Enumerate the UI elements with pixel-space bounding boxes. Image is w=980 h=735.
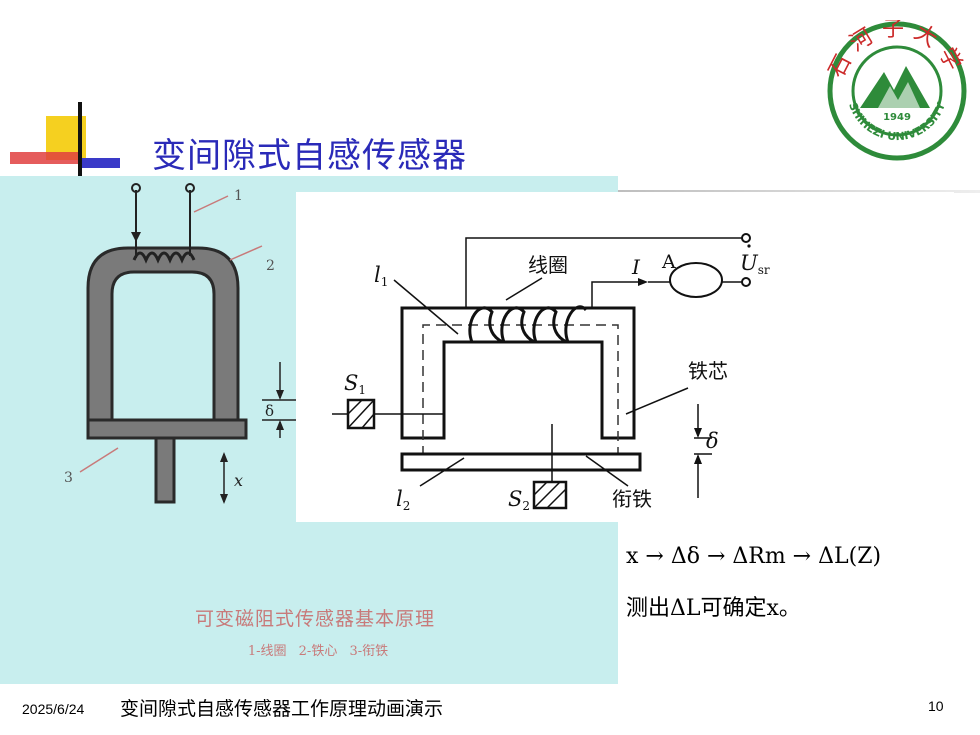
- armature-label: 衔铁: [612, 487, 652, 511]
- l1-label: l1: [374, 263, 388, 289]
- gap-label: δ: [706, 429, 719, 453]
- left-label-x: x: [234, 471, 243, 490]
- main-diagram-drawing: A I Usr 线圈 l1 铁芯 S1 S2 l2 衔铁 δ: [332, 233, 770, 513]
- ammeter-label: A: [661, 251, 676, 273]
- title-rule: [612, 190, 980, 193]
- left-coil: [132, 251, 196, 264]
- l2-label: l2: [396, 487, 410, 513]
- core-outline: [400, 306, 636, 440]
- slide-corner-accent: [10, 102, 120, 176]
- university-logo: 1949 石河子大学 SHIHEZI UNIVERSITY: [826, 20, 967, 161]
- footer-date: 2025/6/24: [22, 701, 85, 717]
- relation-note: 测出ΔL可确定x。: [626, 596, 801, 621]
- ammeter-symbol: [669, 262, 723, 298]
- armature: [400, 452, 642, 472]
- current-label: I: [631, 255, 641, 279]
- page-number: 10: [928, 698, 944, 714]
- coil: [468, 305, 588, 344]
- flux-path: [422, 324, 619, 457]
- core-label: 铁芯: [688, 359, 728, 383]
- left-figure-drawing: 1 2 3 δ x: [64, 183, 296, 504]
- left-label-3: 3: [64, 470, 73, 486]
- left-label-2: 2: [266, 258, 275, 274]
- voltage-label: Usr: [740, 251, 770, 277]
- u-core-shape: [86, 246, 240, 424]
- left-label-delta: δ: [265, 402, 274, 420]
- s2-label: S2: [508, 487, 530, 513]
- s1-label: S1: [344, 371, 366, 397]
- footer-title[interactable]: 变间隙式自感传感器工作原理动画演示: [120, 698, 444, 720]
- left-label-1: 1: [234, 188, 243, 204]
- logo-year: 1949: [883, 112, 911, 123]
- relation-formula: x → Δδ → ΔRm → ΔL(Z): [626, 544, 882, 569]
- coil-label: 线圈: [528, 253, 568, 277]
- left-figure-caption: 可变磁阻式传感器基本原理: [194, 608, 435, 630]
- armature-rod: [154, 436, 176, 504]
- left-armature: [86, 418, 248, 440]
- left-figure-legend: 1-线圈 2-铁心 3-衔铁: [247, 644, 389, 659]
- slide-title: 变间隙式自感传感器: [152, 136, 467, 176]
